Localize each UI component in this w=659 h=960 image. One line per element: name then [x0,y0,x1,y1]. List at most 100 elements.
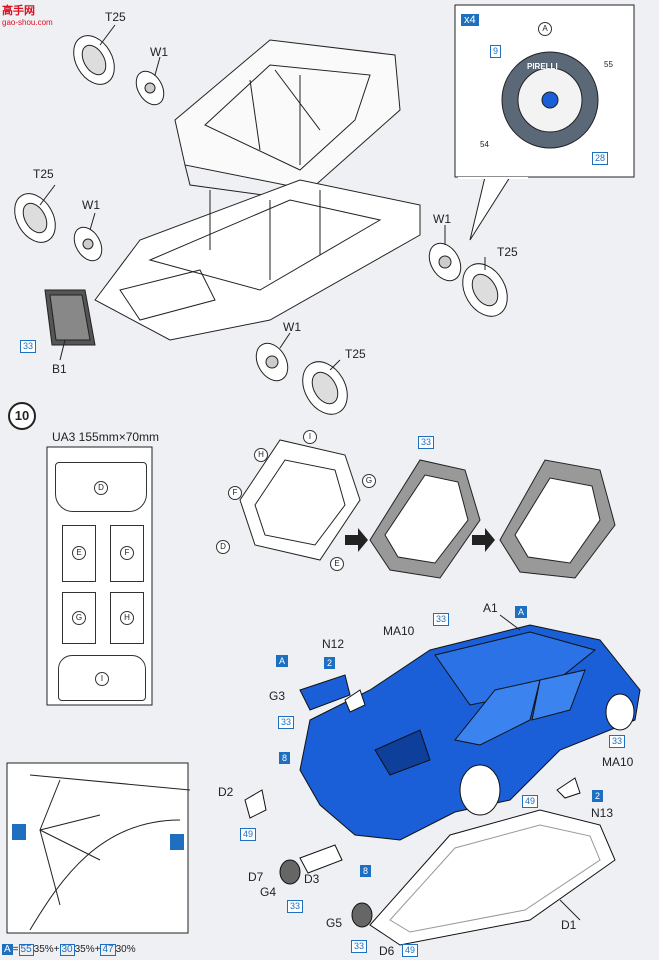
ref-2-n13: 2 [592,790,604,802]
leader-lines [39,24,581,921]
ref-33-right: 33 [609,735,626,748]
glass-g: G [62,592,96,644]
lamp-g4 [279,859,301,885]
label-d3: D3 [304,872,320,886]
glass-h: H [110,592,144,644]
tire-t25-top-left [73,35,115,85]
ref-33-window: 33 [418,436,435,449]
body-shell-a1 [299,624,641,841]
legend-color3: 47 [100,944,116,956]
legend-eq: = [12,944,19,955]
part-f-label: F [228,486,242,500]
legend-pct2: 35% [74,944,95,955]
ref-33-g3: 33 [278,716,295,729]
ref-33-top: 33 [433,613,450,626]
interior-tub [174,39,401,201]
ref-a-wheel: A [538,22,552,36]
legend-color2: 30 [59,944,75,956]
glass-e-label: E [72,546,86,560]
arrow-1 [345,528,368,552]
legend-pct1: 35% [33,944,54,955]
watermark-line2: gao-shou.com [2,18,53,27]
glass-step-2 [369,459,481,579]
glass-f-label: F [120,546,134,560]
watermark-line1: 高手网 [2,5,35,17]
glass-h-label: H [120,611,134,625]
ref-a-top: A [515,606,528,618]
label-w1-top-left: W1 [150,45,168,59]
legend-plus1: + [53,944,60,955]
tire-t25-right [462,263,508,317]
ref-49-d6: 49 [402,944,419,957]
radiator-b1 [44,289,96,346]
legend-plus2: + [94,944,101,955]
glass-step-3 [499,459,616,579]
ref-8-left: 8 [279,752,291,764]
step-number: 10 [8,402,36,430]
glass-d-label: D [94,481,108,495]
tire-brand: PIRELLI [527,62,558,71]
ref-28: 28 [592,152,609,165]
legend-prefix: A [2,944,13,955]
ref-33-g5: 33 [351,940,368,953]
part-g-label: G [362,474,376,488]
label-g5: G5 [326,916,343,930]
glass-i: I [58,655,146,701]
ref-33-g4: 33 [287,900,304,913]
wheel-callout-box [454,4,635,241]
label-w1-right: W1 [433,212,451,226]
glass-sheet-title: UA3 155mm×70mm [52,430,160,444]
ref-8-bottom: 8 [360,865,372,877]
ref-49-left: 49 [240,828,257,841]
label-t25-right: T25 [497,245,518,259]
label-n13: N13 [591,806,614,820]
label-g4: G4 [260,885,277,899]
ref-33-b1: 33 [20,340,37,353]
ref-a-g3: A [276,655,289,667]
qty-badge: x4 [461,14,479,26]
ref-49-body: 49 [522,795,539,808]
part-h-label: H [254,448,268,462]
label-b1: B1 [52,362,67,376]
tire-t25-left [14,193,56,243]
ref-9: 9 [490,45,502,58]
label-t25-top-left: T25 [105,10,126,24]
ref-54: 54 [480,140,489,149]
watermark-logo: 高手网 gao-shou.com [2,2,53,27]
arrow-2 [472,528,495,552]
label-w1-left: W1 [82,198,100,212]
label-d6: D6 [379,944,395,958]
lamp-d3 [299,844,343,874]
glass-g-label: G [72,611,86,625]
glass-f: F [110,525,144,582]
ref-55: 55 [604,60,613,69]
legend-color1: 55 [18,944,34,956]
label-a1: A1 [483,601,498,615]
glass-step-1 [239,439,361,561]
lamp-d2 [244,789,267,819]
tire-t25-bottom [302,361,348,415]
glass-e: E [62,525,96,582]
ref-2-g3: 2 [324,657,336,669]
spoiler-g3 [299,674,351,711]
label-n12: N12 [322,637,345,651]
part-i-label: I [303,430,317,444]
part-e-label: E [330,557,344,571]
label-g3: G3 [269,689,286,703]
window-d1-inner [389,824,601,933]
glass-d: D [55,462,147,512]
legend-pct3: 30% [115,944,136,955]
roof-detail-box [6,762,191,934]
wheel-w1-left [73,226,103,262]
label-d1: D1 [561,918,577,932]
wheel-w1-top-left [135,70,165,106]
label-ma10-left: MA10 [383,624,415,638]
mirror-n12 [344,689,366,713]
label-d7: D7 [248,870,264,884]
chassis [94,179,421,341]
wheel-w1-bottom [255,342,289,382]
label-w1-bottom: W1 [283,320,301,334]
label-t25-left: T25 [33,167,54,181]
window-d1 [369,809,616,946]
